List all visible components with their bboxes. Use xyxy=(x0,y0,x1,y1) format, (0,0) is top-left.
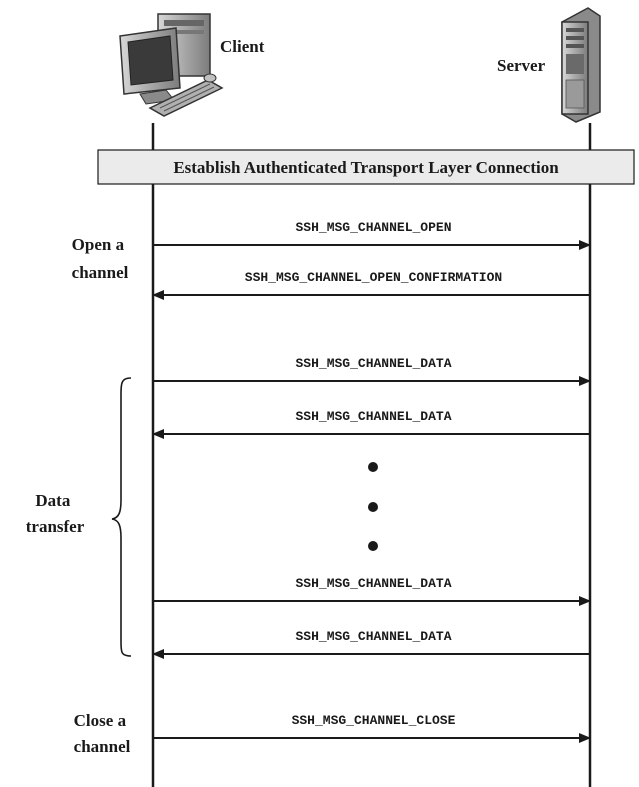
message-arrows: SSH_MSG_CHANNEL_OPEN SSH_MSG_CHANNEL_OPEN… xyxy=(152,220,591,743)
phase-open-label: Open a channel xyxy=(72,235,129,282)
message-label: SSH_MSG_CHANNEL_DATA xyxy=(295,629,451,644)
continuation-dot xyxy=(368,462,378,472)
message-label: SSH_MSG_CHANNEL_OPEN xyxy=(295,220,451,235)
continuation-dot xyxy=(368,502,378,512)
desktop-computer-icon xyxy=(119,13,224,117)
message-1: SSH_MSG_CHANNEL_OPEN xyxy=(153,220,591,250)
banner-text: Establish Authenticated Transport Layer … xyxy=(173,158,559,177)
server-label: Server xyxy=(497,56,546,75)
message-4: SSH_MSG_CHANNEL_DATA xyxy=(152,409,590,439)
message-label: SSH_MSG_CHANNEL_OPEN_CONFIRMATION xyxy=(245,270,502,285)
message-label: SSH_MSG_CHANNEL_CLOSE xyxy=(292,713,456,728)
phase-close-label: Close a channel xyxy=(74,711,131,756)
client-label: Client xyxy=(220,37,265,56)
message-2: SSH_MSG_CHANNEL_OPEN_CONFIRMATION xyxy=(152,270,590,300)
message-label: SSH_MSG_CHANNEL_DATA xyxy=(295,576,451,591)
message-3: SSH_MSG_CHANNEL_DATA xyxy=(153,356,591,386)
message-label: SSH_MSG_CHANNEL_DATA xyxy=(295,356,451,371)
server-tower-icon xyxy=(561,7,601,123)
message-5: SSH_MSG_CHANNEL_DATA xyxy=(153,576,591,606)
message-label: SSH_MSG_CHANNEL_DATA xyxy=(295,409,451,424)
data-transfer-brace xyxy=(111,377,132,657)
message-6: SSH_MSG_CHANNEL_DATA xyxy=(152,629,590,659)
transport-connection-banner: Establish Authenticated Transport Layer … xyxy=(97,149,635,185)
continuation-dot xyxy=(368,541,378,551)
phase-data-label: Data transfer xyxy=(26,491,85,536)
message-7: SSH_MSG_CHANNEL_CLOSE xyxy=(153,713,591,743)
